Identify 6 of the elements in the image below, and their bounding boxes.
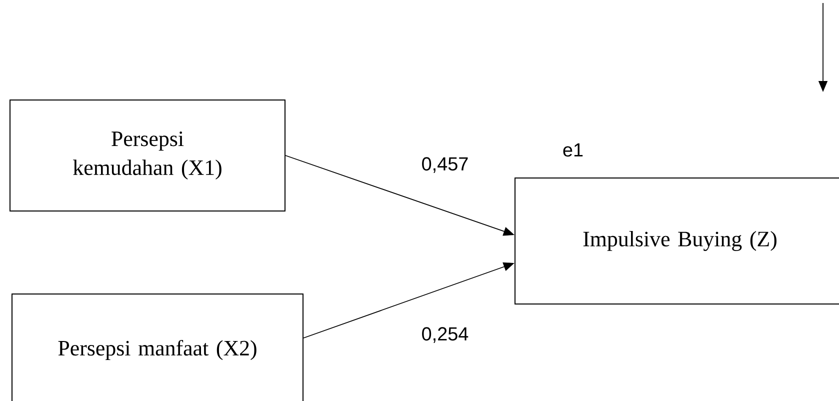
box: Persepsi manfaat (X2) xyxy=(12,294,304,401)
box: Persepsi kemudahan (X1) xyxy=(10,100,286,212)
edge-label: 0,457 xyxy=(422,157,468,173)
error-label: e1 xyxy=(563,143,583,157)
edge-label: 0,254 xyxy=(422,327,468,343)
box: Impulsive Buying (Z) xyxy=(514,178,839,304)
